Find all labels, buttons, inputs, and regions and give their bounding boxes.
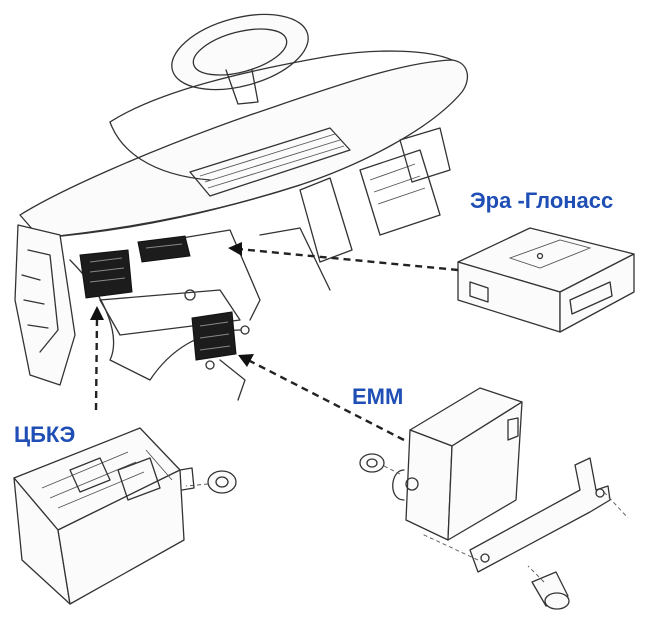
- dashboard-panel: [14, 50, 469, 401]
- leader-era-glonass: [228, 242, 459, 272]
- mounted-era-module: [137, 235, 191, 263]
- nut-emm: [359, 453, 401, 475]
- leader-cbke: [90, 306, 104, 411]
- bracket-screw: [527, 565, 570, 610]
- emm-bracket: [421, 457, 629, 573]
- label-emm: EMM: [352, 384, 404, 409]
- label-era-glonass: Эра -Глонасс: [470, 188, 614, 213]
- leader-emm: [238, 354, 405, 442]
- era-glonass-module: [457, 227, 635, 333]
- emm-module: [392, 387, 523, 541]
- nut-cbke: [185, 470, 237, 494]
- label-cbke: ЦБКЭ: [14, 422, 76, 447]
- mounted-cbke-module: [79, 249, 133, 299]
- mounted-emm-module: [191, 311, 237, 361]
- steering-wheel: [171, 13, 309, 105]
- cbke-module: [13, 427, 195, 605]
